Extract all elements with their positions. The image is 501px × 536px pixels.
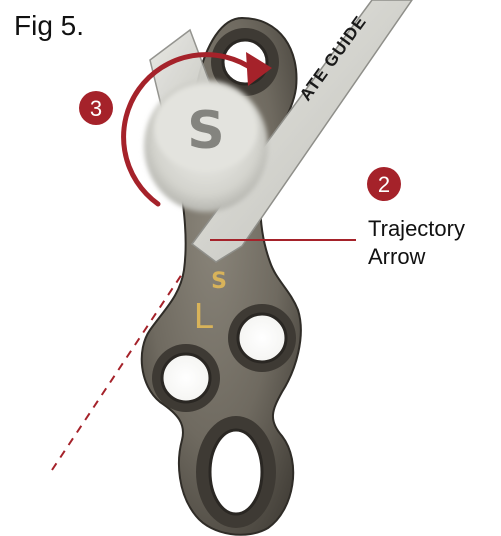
callout-3-number: 3 bbox=[90, 96, 102, 121]
plate-side-letter: L bbox=[194, 295, 214, 336]
figure-label: Fig 5. bbox=[14, 10, 84, 42]
callout-2-number: 2 bbox=[378, 172, 390, 197]
callout-2-label-line-2: Arrow bbox=[368, 244, 425, 270]
plate-logo-marking: S bbox=[211, 269, 227, 294]
callout-2-label-line-1: Trajectory bbox=[368, 216, 465, 242]
knob-letter: S bbox=[187, 101, 224, 161]
